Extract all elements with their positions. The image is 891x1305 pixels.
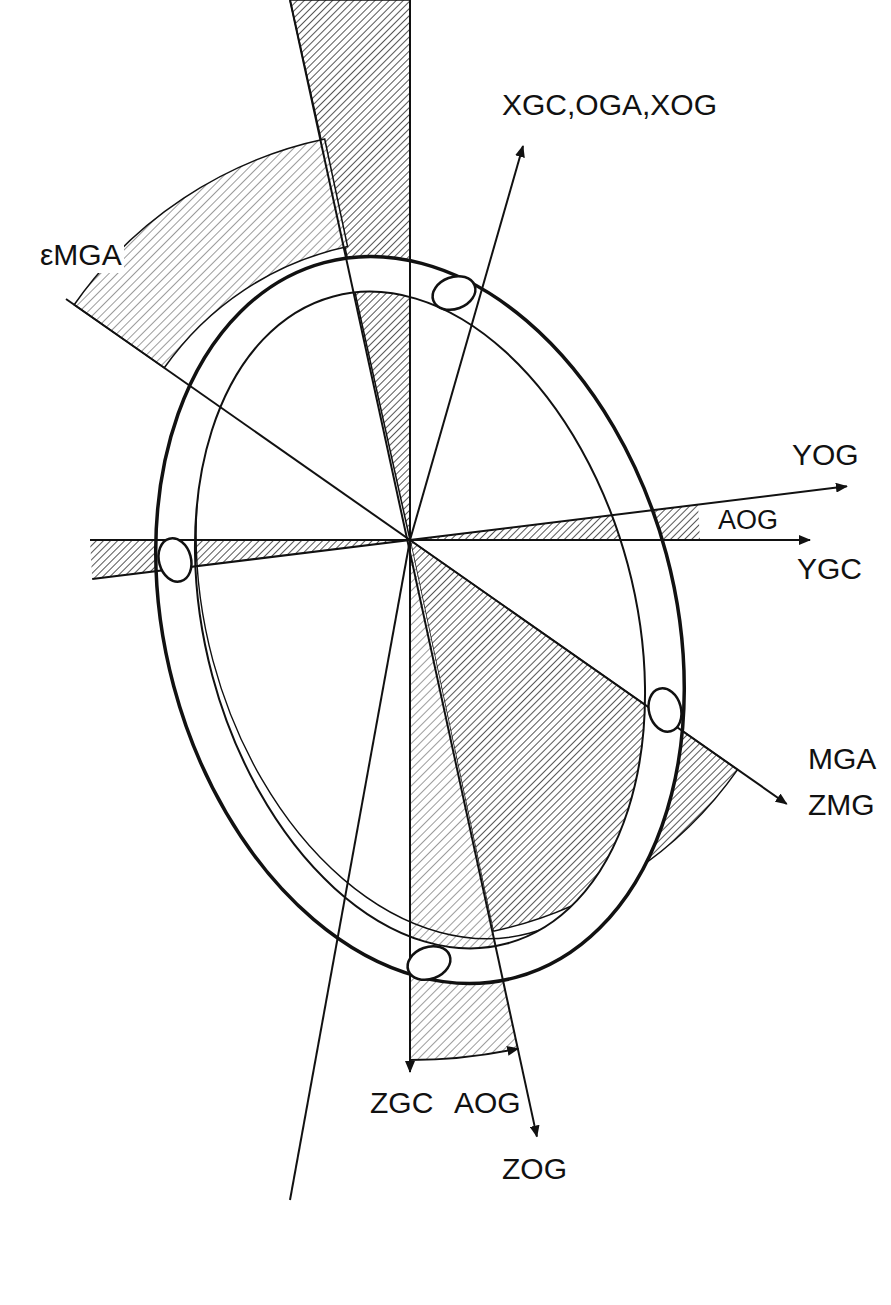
ygc-axis bbox=[90, 539, 810, 541]
axis-label: XGC,OGA,XOG bbox=[500, 88, 719, 123]
angle-label: AOG bbox=[452, 1086, 523, 1121]
angle-label: AOG bbox=[716, 505, 780, 536]
ring-hole bbox=[428, 270, 480, 315]
ring-holes bbox=[154, 270, 686, 985]
ring-band bbox=[78, 197, 762, 1044]
ring-hole bbox=[403, 940, 455, 985]
axis-label: ZOG bbox=[500, 1152, 569, 1187]
ring-outer-edge bbox=[78, 197, 762, 1044]
angle-label: εMGA bbox=[38, 238, 124, 273]
mga-axis bbox=[66, 299, 787, 804]
gimbal-ring bbox=[78, 197, 762, 1044]
axis-label: ZGC bbox=[368, 1086, 435, 1121]
axes bbox=[66, 0, 847, 1200]
axis-label: YOG bbox=[790, 438, 861, 473]
ring-far-edge bbox=[124, 206, 757, 994]
axis-label: ZMG bbox=[806, 788, 877, 823]
yog-axis bbox=[92, 486, 847, 579]
ring-inner-edge bbox=[126, 241, 715, 999]
zog-axis bbox=[290, 0, 537, 1137]
axis-label: YGC bbox=[795, 552, 864, 587]
x-axis bbox=[410, 146, 523, 540]
angle-arc bbox=[410, 1049, 518, 1060]
ring-hole bbox=[644, 685, 686, 736]
axis-label: MGA bbox=[806, 742, 878, 777]
ring-hole bbox=[154, 535, 196, 586]
